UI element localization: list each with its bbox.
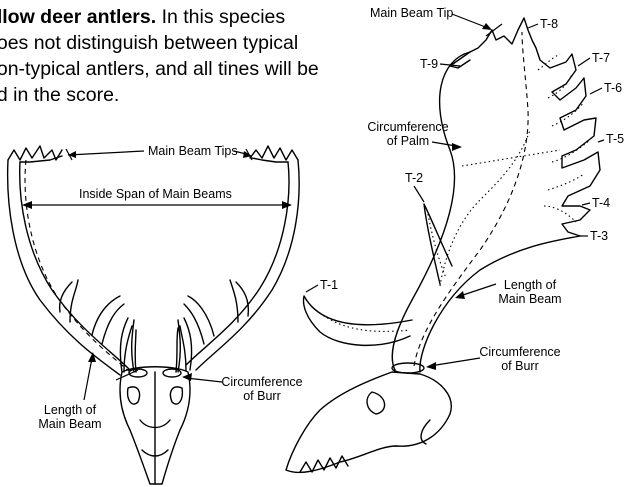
label-t4: T-4 xyxy=(592,196,610,210)
label-circumference-of-burr-2: of Burr xyxy=(501,359,539,373)
label-circumference-of-palm-2: of Palm xyxy=(387,134,429,148)
label-circumference-of-palm-1: Circumference xyxy=(367,120,448,134)
label-of-burr: of Burr xyxy=(243,389,281,403)
label-t5: T-5 xyxy=(606,132,624,146)
label-main-beam-side: Main Beam xyxy=(498,292,561,306)
label-t3: T-3 xyxy=(590,229,608,243)
label-inside-span: Inside Span of Main Beams xyxy=(79,187,232,201)
side-view-labels: Main Beam Tip T-8 T-7 T-6 T-5 T-4 T-3 T-… xyxy=(306,6,624,373)
label-main-beam-tips: Main Beam Tips xyxy=(148,144,238,158)
label-main-beam: Main Beam xyxy=(38,417,101,431)
label-length-of-side: Length of xyxy=(504,278,557,292)
label-t8: T-8 xyxy=(540,17,558,31)
label-t9: T-9 xyxy=(420,57,438,71)
label-t7: T-7 xyxy=(592,51,610,65)
label-t2: T-2 xyxy=(405,171,423,185)
label-t1: T-1 xyxy=(320,278,338,292)
label-length-of: Length of xyxy=(44,403,97,417)
label-circumference-of: Circumference xyxy=(221,375,302,389)
side-view-antler xyxy=(286,18,600,472)
label-main-beam-tip: Main Beam Tip xyxy=(370,6,453,20)
label-circumference-of-burr-1: Circumference xyxy=(479,345,560,359)
label-t6: T-6 xyxy=(604,81,622,95)
